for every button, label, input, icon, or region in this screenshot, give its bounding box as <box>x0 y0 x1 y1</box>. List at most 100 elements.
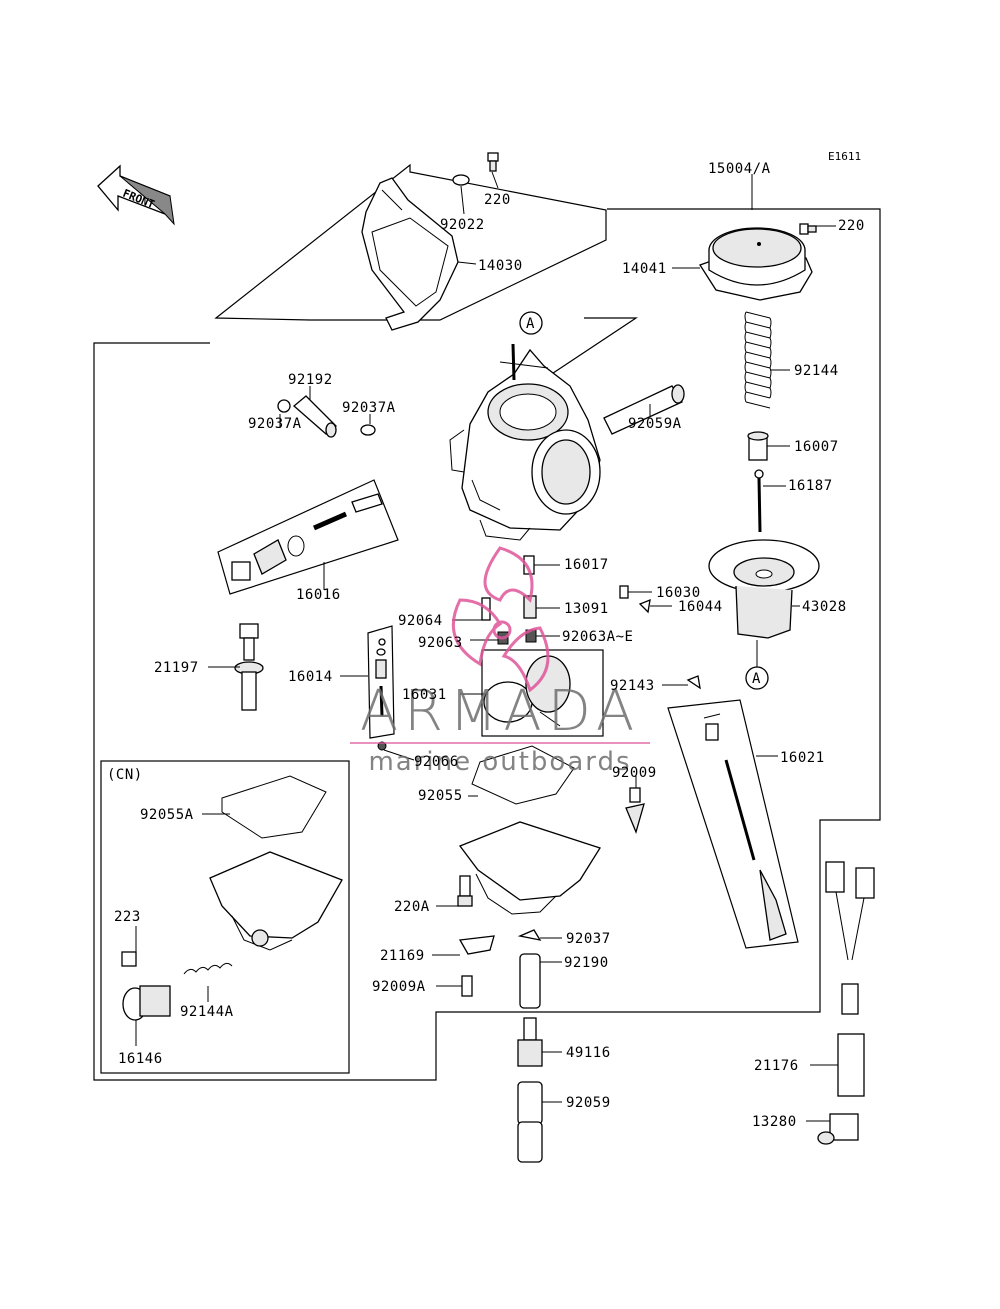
label-220A: 220A <box>394 899 430 915</box>
spring-92144 <box>744 311 772 409</box>
float-bowl <box>458 821 601 915</box>
label-16030: 16030 <box>656 585 701 601</box>
carburetor-body <box>449 343 601 541</box>
pilot-screw-frame <box>667 699 799 949</box>
cover-14030 <box>361 177 459 331</box>
enricher-16016 <box>231 493 383 581</box>
pilot-screw-16021 <box>703 713 787 941</box>
float-bowl-cn <box>209 851 343 951</box>
label-14030: 14030 <box>478 258 523 274</box>
diagram-code: E1611 <box>828 150 861 163</box>
svg-text:A: A <box>526 316 535 332</box>
clip-92037A-left <box>277 399 291 413</box>
label-92144A: 92144A <box>180 1004 234 1020</box>
label-16016: 16016 <box>296 587 341 603</box>
label-16146: 16146 <box>118 1051 163 1067</box>
label-92066: 92066 <box>414 754 459 770</box>
sensor-16031 <box>483 655 571 727</box>
clip-92143 <box>686 675 701 690</box>
clip-92037A-right <box>360 424 376 436</box>
harness-21176 <box>825 861 875 1097</box>
label-92144: 92144 <box>794 363 839 379</box>
part-labels: 220 92022 14030 15004/A 220 14041 92144 … <box>114 161 865 1130</box>
top-cap-14041 <box>699 227 813 301</box>
needle-jet-16014 <box>375 638 387 751</box>
leader-lines <box>135 171 838 1122</box>
cn-group-label: (CN) <box>107 767 143 783</box>
label-16017: 16017 <box>564 557 609 573</box>
callout-a-bottom: A <box>745 640 769 690</box>
fitting-49116 <box>517 1017 543 1067</box>
spring-92144A <box>183 962 233 975</box>
label-15004: 15004/A <box>708 161 771 177</box>
label-92037: 92037 <box>566 931 611 947</box>
valve-16146 <box>122 985 171 1021</box>
screw-223 <box>121 951 137 967</box>
clip-16044 <box>638 598 651 614</box>
label-21197: 21197 <box>154 660 199 676</box>
cn-group-frame <box>100 760 350 1074</box>
label-92063AE: 92063A~E <box>562 629 633 645</box>
jet-needle-16187 <box>754 469 764 533</box>
label-13091: 13091 <box>564 601 609 617</box>
clip-92037 <box>517 929 542 941</box>
label-92190: 92190 <box>564 955 609 971</box>
carb-body-frame-line <box>519 317 638 396</box>
label-92009: 92009 <box>612 765 657 781</box>
gasket-92055 <box>471 745 575 805</box>
washer-92022 <box>452 174 470 186</box>
tube-92192 <box>292 395 337 438</box>
front-arrow-icon: FRONT <box>97 164 175 226</box>
screw-92009A <box>461 975 473 997</box>
tube-92059 <box>517 1081 543 1163</box>
label-16014: 16014 <box>288 669 333 685</box>
callout-a-top: A <box>519 311 543 335</box>
tube-92190 <box>519 953 541 1009</box>
screw-220A <box>457 875 473 907</box>
screw-220-right <box>799 223 817 235</box>
label-16187: 16187 <box>788 478 833 494</box>
watermark-tagline: marine outboards <box>368 747 631 777</box>
label-16031: 16031 <box>402 687 447 703</box>
label-49116: 49116 <box>566 1045 611 1061</box>
label-92022: 92022 <box>440 217 485 233</box>
enricher-frame <box>217 479 399 595</box>
label-13280: 13280 <box>752 1114 797 1130</box>
label-92055: 92055 <box>418 788 463 804</box>
label-21176: 21176 <box>754 1058 799 1074</box>
label-92192: 92192 <box>288 372 333 388</box>
label-43028: 43028 <box>802 599 847 615</box>
throttle-sensor-frame <box>481 649 604 737</box>
fitting-21197 <box>234 623 264 711</box>
label-220-top: 220 <box>484 192 511 208</box>
screw-92009 <box>625 787 645 834</box>
bracket-21169 <box>458 935 495 955</box>
main-assembly-frame <box>93 208 881 1081</box>
label-21169: 21169 <box>380 948 425 964</box>
label-220-right: 220 <box>838 218 865 234</box>
diaphragm-43028 <box>708 539 820 639</box>
label-92059A: 92059A <box>628 416 682 432</box>
propeller-logo-icon <box>451 546 550 693</box>
label-92059: 92059 <box>566 1095 611 1111</box>
label-223: 223 <box>114 909 141 925</box>
needle-jet-frame <box>367 625 395 739</box>
label-92143: 92143 <box>610 678 655 694</box>
label-92009A: 92009A <box>372 979 426 995</box>
armada-watermark: ARMADA marine outboards <box>350 546 650 777</box>
fitting-13280 <box>817 1113 859 1145</box>
label-92055A: 92055A <box>140 807 194 823</box>
watermark-brand: ARMADA <box>360 679 640 744</box>
label-16044: 16044 <box>678 599 723 615</box>
gasket-92055A <box>221 775 327 839</box>
jet-16030 <box>619 585 629 599</box>
label-92037A-left: 92037A <box>248 416 302 432</box>
label-92037A-right: 92037A <box>342 400 396 416</box>
screw-220-top <box>487 152 499 172</box>
cover-group-frame <box>214 163 607 321</box>
label-92063: 92063 <box>418 635 463 651</box>
label-16021: 16021 <box>780 750 825 766</box>
label-14041: 14041 <box>622 261 667 277</box>
tube-92059A <box>603 384 685 435</box>
